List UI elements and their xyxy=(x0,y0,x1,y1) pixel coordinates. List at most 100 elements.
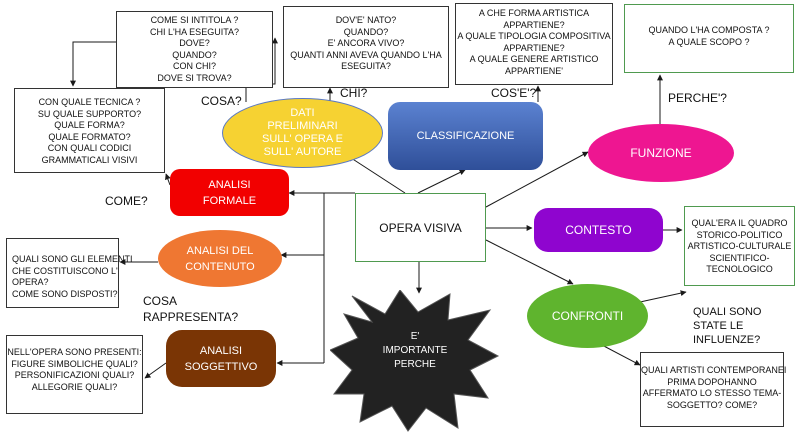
quadro-line-4: SCIENTIFICO- xyxy=(709,252,770,263)
box-quadro-storico: QUAL'ERA IL QUADRO STORICO-POLITICO ARTI… xyxy=(684,206,795,286)
box-elementi: QUALI SONO GLI ELEMENTI CHE COSTITUISCON… xyxy=(6,238,133,308)
nato-line-5: ESEGUITA? xyxy=(341,61,391,71)
node-importante-starburst xyxy=(330,290,500,432)
box-intitola: COME SI INTITOLA ? CHI L'HA ESEGUITA? DO… xyxy=(116,11,273,88)
dati-line-1: DATI xyxy=(290,107,315,119)
analisi-formale-line-1: ANALISI xyxy=(208,178,251,191)
wire-center-dati xyxy=(347,155,406,194)
forma-line-6: APPARTIENE' xyxy=(505,65,563,76)
intitola-line-6: DOVE SI TROVA? xyxy=(157,72,232,83)
label-come: COME? xyxy=(105,194,148,208)
node-classificazione: CLASSIFICAZIONE xyxy=(388,102,543,170)
forma-line-5: A QUALE GENERE ARTISTICO xyxy=(469,54,599,64)
dati-line-2: PRELIMINARI xyxy=(267,120,338,132)
node-contesto: CONTESTO xyxy=(534,208,663,252)
importante-text: E' IMPORTANTE PERCHE xyxy=(365,318,465,384)
nato-line-4: QUANTI ANNI AVEVA QUANDO L'HA xyxy=(290,49,442,60)
presenti-line-1: NELL'OPERA SONO PRESENTI: xyxy=(7,347,142,357)
artisti-line-4: SOGGETTO? COME? xyxy=(666,399,758,410)
influenze-line-3: INFLUENZE? xyxy=(693,334,761,346)
box-quando-composta: QUANDO L'HA COMPOSTA ? A QUALE SCOPO ? xyxy=(624,4,794,73)
label-influenze: QUALI SONO STATE LE INFLUENZE? xyxy=(693,305,761,347)
wire-soggettivo-presenti xyxy=(144,362,167,379)
quadro-line-1: QUAL'ERA IL QUADRO xyxy=(691,218,788,228)
nato-line-2: QUANDO? xyxy=(343,26,389,37)
analisi-soggettivo-line-1: ANALISI xyxy=(199,344,243,357)
nato-line-3: E' ANCORA VIVO? xyxy=(327,38,405,48)
tecnica-line-3: QUALE FORMA? xyxy=(54,120,125,130)
intitola-line-4: QUANDO? xyxy=(172,49,217,60)
analisi-contenuto-line-2: CONTENUTO xyxy=(185,260,255,273)
wire-center-classificazione xyxy=(417,169,466,194)
box-forma-artistica: A CHE FORMA ARTISTICA APPARTIENE? A QUAL… xyxy=(455,3,613,85)
analisi-soggettivo-line-2: SOGGETTIVO xyxy=(184,360,258,373)
elementi-line-2: CHE COSTITUISCONO L' xyxy=(12,265,118,276)
intitola-line-1: COME SI INTITOLA ? xyxy=(150,15,239,25)
confronti-label: CONFRONTI xyxy=(551,309,624,323)
node-opera-visiva: OPERA VISIVA xyxy=(355,193,486,262)
presenti-line-4: ALLEGORIE QUALI? xyxy=(31,381,118,392)
box-presenti: NELL'OPERA SONO PRESENTI: FIGURE SIMBOLI… xyxy=(6,335,143,414)
intitola-line-5: CON CHI? xyxy=(172,61,216,71)
tecnica-line-5: CON QUALI CODICI xyxy=(47,143,132,153)
composta-line-1: QUANDO L'HA COMPOSTA ? xyxy=(648,25,770,35)
presenti-line-2: FIGURE SIMBOLICHE QUALI? xyxy=(11,358,138,369)
funzione-label: FUNZIONE xyxy=(630,146,692,160)
artisti-line-2: PRIMA DOPOHANNO xyxy=(667,376,757,387)
dati-line-4: SULL' AUTORE xyxy=(263,146,342,158)
influenze-line-2: STATE LE xyxy=(693,320,744,332)
importante-line-3: PERCHE xyxy=(394,359,436,370)
nato-line-1: DOV'E' NATO? xyxy=(335,15,397,25)
intitola-line-2: CHI L'HA ESEGUITA? xyxy=(149,26,240,37)
node-analisi-contenuto: ANALISI DEL CONTENUTO xyxy=(158,230,282,287)
label-perche: PERCHE'? xyxy=(668,91,727,105)
node-dati-preliminari: DATI PRELIMINARI SULL' OPERA E SULL' AUT… xyxy=(222,98,383,168)
dati-line-3: SULL' OPERA E xyxy=(262,133,343,145)
wire-formale-tecnica xyxy=(165,173,171,186)
elementi-line-1: QUALI SONO GLI ELEMENTI xyxy=(12,254,133,264)
label-chi: CHI? xyxy=(340,86,368,100)
label-cosa: COSA? xyxy=(201,94,242,108)
node-analisi-soggettivo: ANALISI SOGGETTIVO xyxy=(166,330,276,387)
node-funzione: FUNZIONE xyxy=(588,124,734,182)
center-label: OPERA VISIVA xyxy=(379,220,462,235)
importante-line-2: IMPORTANTE xyxy=(382,345,448,356)
box-artisti: QUALI ARTISTI CONTEMPORANEI PRIMA DOPOHA… xyxy=(640,352,787,427)
box-tecnica: CON QUALE TECNICA ? SU QUALE SUPPORTO? Q… xyxy=(14,88,165,173)
elementi-line-3: OPERA? xyxy=(12,277,49,287)
elementi-line-4: COME SONO DISPOSTI? xyxy=(12,288,118,299)
artisti-line-3: AFFERMATO LO STESSO TEMA- xyxy=(642,388,782,398)
forma-line-3: A QUALE TIPOLOGIA COMPOSITIVA xyxy=(457,31,611,41)
analisi-contenuto-line-1: ANALISI DEL xyxy=(186,244,254,257)
label-cose: COS'E'? xyxy=(491,86,537,100)
wire-center-confronti xyxy=(485,239,574,285)
importante-line-1: E' xyxy=(410,331,420,342)
box-dove-nato: DOV'E' NATO? QUANDO? E' ANCORA VIVO? QUA… xyxy=(283,6,449,88)
presenti-line-3: PERSONIFICAZIONI QUALI? xyxy=(14,370,135,380)
tecnica-line-1: CON QUALE TECNICA ? xyxy=(38,97,141,107)
forma-line-2: APPARTIENE? xyxy=(503,19,565,30)
cosa-rappresenta-line-1: COSA xyxy=(143,294,178,308)
contesto-label: CONTESTO xyxy=(565,223,632,237)
node-analisi-formale: ANALISI FORMALE xyxy=(170,169,289,216)
forma-line-4: APPARTIENE? xyxy=(503,42,565,53)
tecnica-line-4: QUALE FORMATO? xyxy=(48,131,131,142)
influenze-line-1: QUALI SONO xyxy=(693,306,762,318)
analisi-formale-line-2: FORMALE xyxy=(202,194,257,207)
tecnica-line-2: SU QUALE SUPPORTO? xyxy=(37,108,142,119)
quadro-line-3: ARTISTICO-CULTURALE xyxy=(687,241,792,251)
quadro-line-2: STORICO-POLITICO xyxy=(696,229,783,240)
quadro-line-5: TECNOLOGICO xyxy=(706,264,773,274)
intitola-line-3: DOVE? xyxy=(179,38,210,48)
starburst-shape xyxy=(330,290,500,432)
wire-center-funzione xyxy=(485,151,589,208)
artisti-line-1: QUALI ARTISTI CONTEMPORANEI xyxy=(641,365,787,375)
classificazione-label: CLASSIFICAZIONE xyxy=(416,130,515,142)
cosa-rappresenta-line-2: RAPPRESENTA? xyxy=(143,310,239,324)
wire-confronti-influenze xyxy=(639,290,687,303)
tecnica-line-6: GRAMMATICALI VISIVI xyxy=(41,154,138,165)
wire-confronti-artisti xyxy=(599,343,641,366)
node-confronti: CONFRONTI xyxy=(527,284,648,348)
wire-intitola-tecnica xyxy=(70,41,116,87)
